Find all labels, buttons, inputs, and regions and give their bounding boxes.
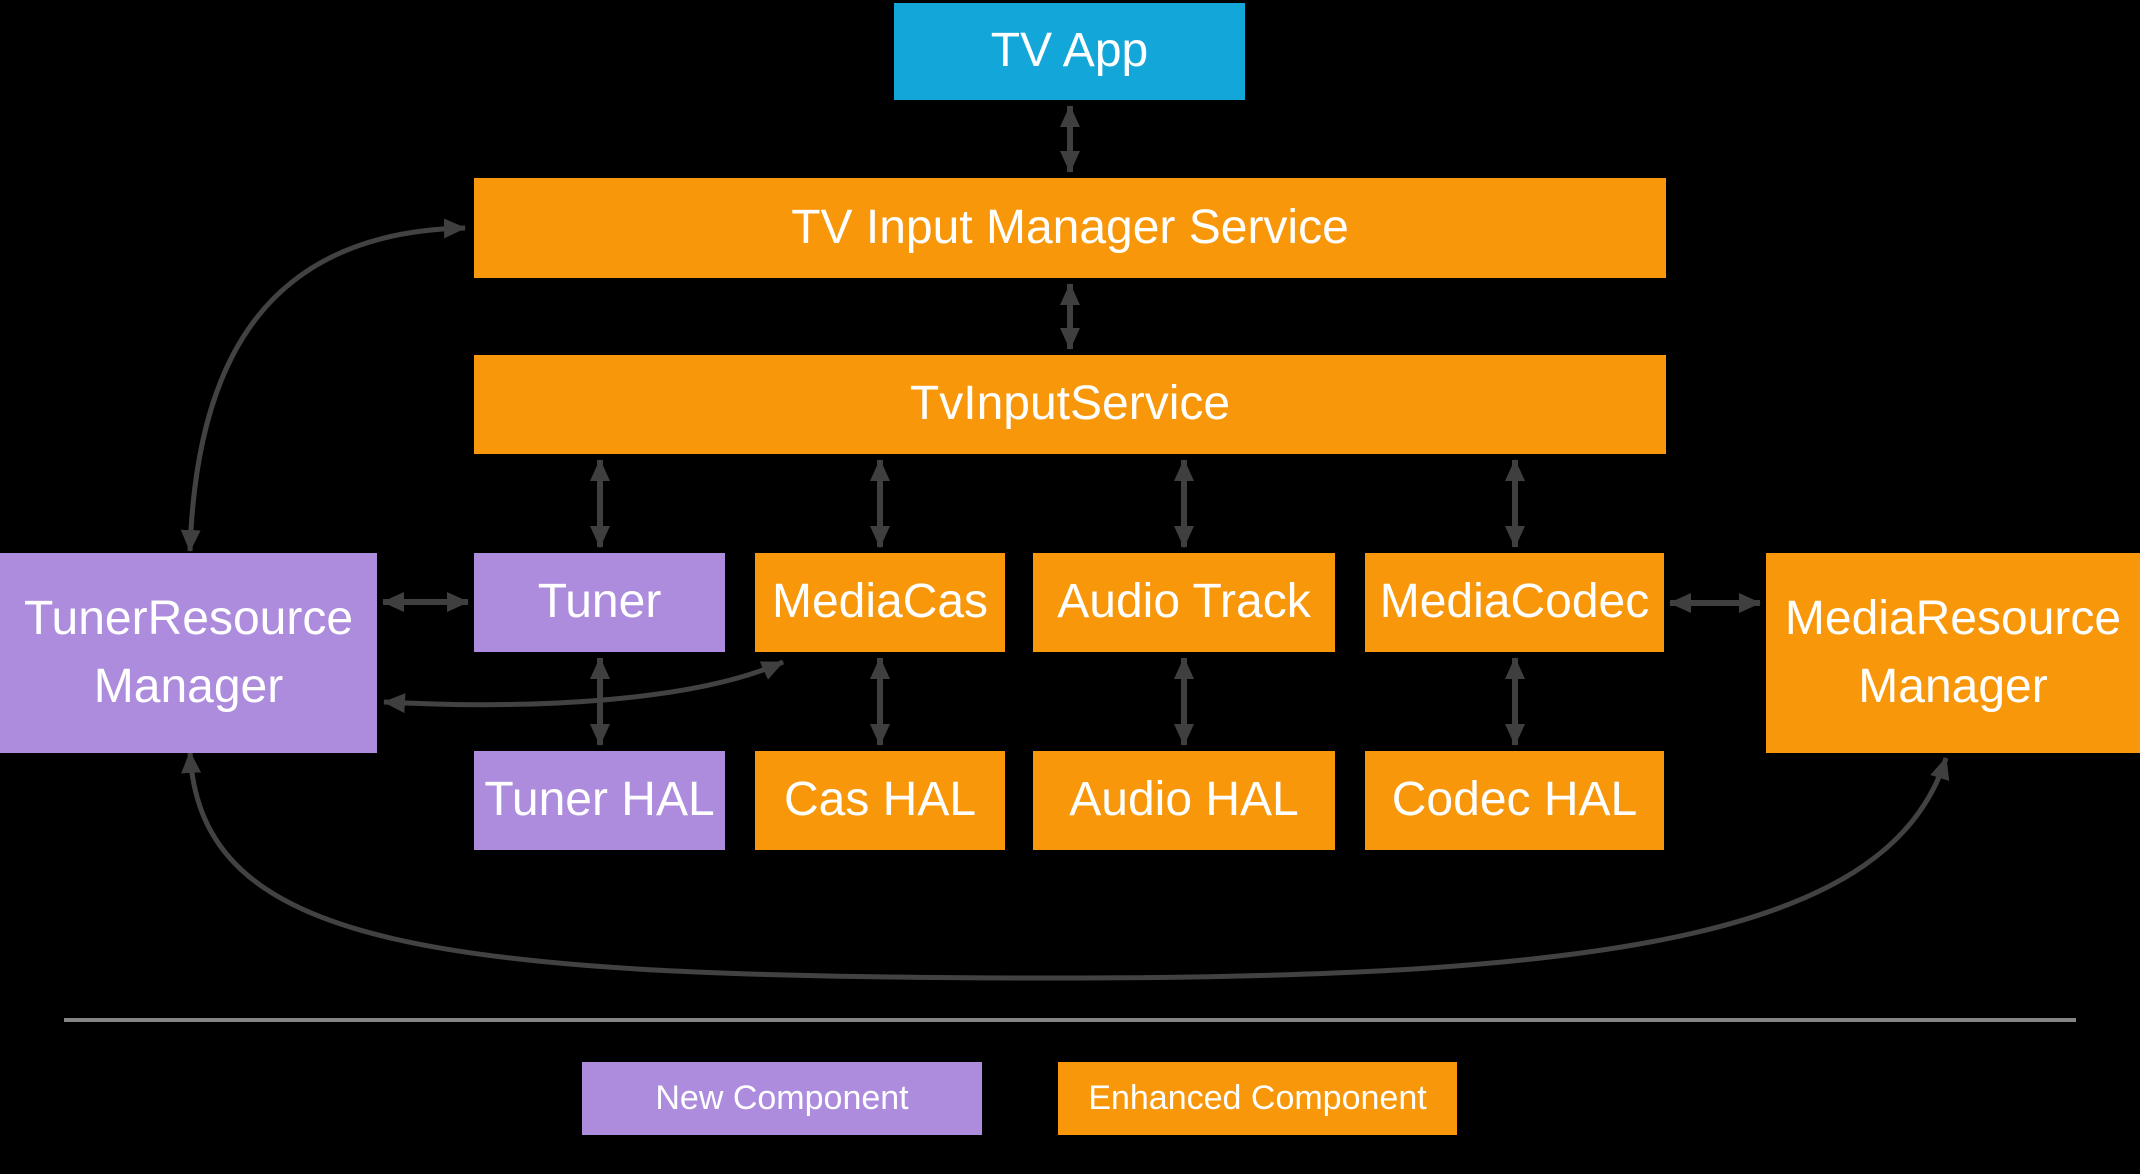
legend-enhanced-component: Enhanced Component [1058, 1062, 1457, 1135]
curve-trm-tims [180, 218, 466, 552]
node-tuner-hal: Tuner HAL [474, 751, 725, 850]
curve-trm-mediacas [383, 659, 785, 714]
node-tv-app: TV App [894, 3, 1245, 100]
node-codec-hal: Codec HAL [1365, 751, 1664, 850]
node-tuner-resource-manager: TunerResource Manager [0, 553, 377, 753]
legend-new-component: New Component [582, 1062, 982, 1135]
node-media-resource-manager: MediaResource Manager [1766, 553, 2140, 753]
node-tv-input-manager-service: TV Input Manager Service [474, 178, 1666, 278]
node-media-cas: MediaCas [755, 553, 1005, 652]
node-audio-hal: Audio HAL [1033, 751, 1335, 850]
node-audio-track: Audio Track [1033, 553, 1335, 652]
node-media-codec: MediaCodec [1365, 553, 1664, 652]
legend-divider [64, 1018, 2076, 1022]
node-cas-hal: Cas HAL [755, 751, 1005, 850]
node-tv-input-service: TvInputService [474, 355, 1666, 454]
node-tuner: Tuner [474, 553, 725, 652]
